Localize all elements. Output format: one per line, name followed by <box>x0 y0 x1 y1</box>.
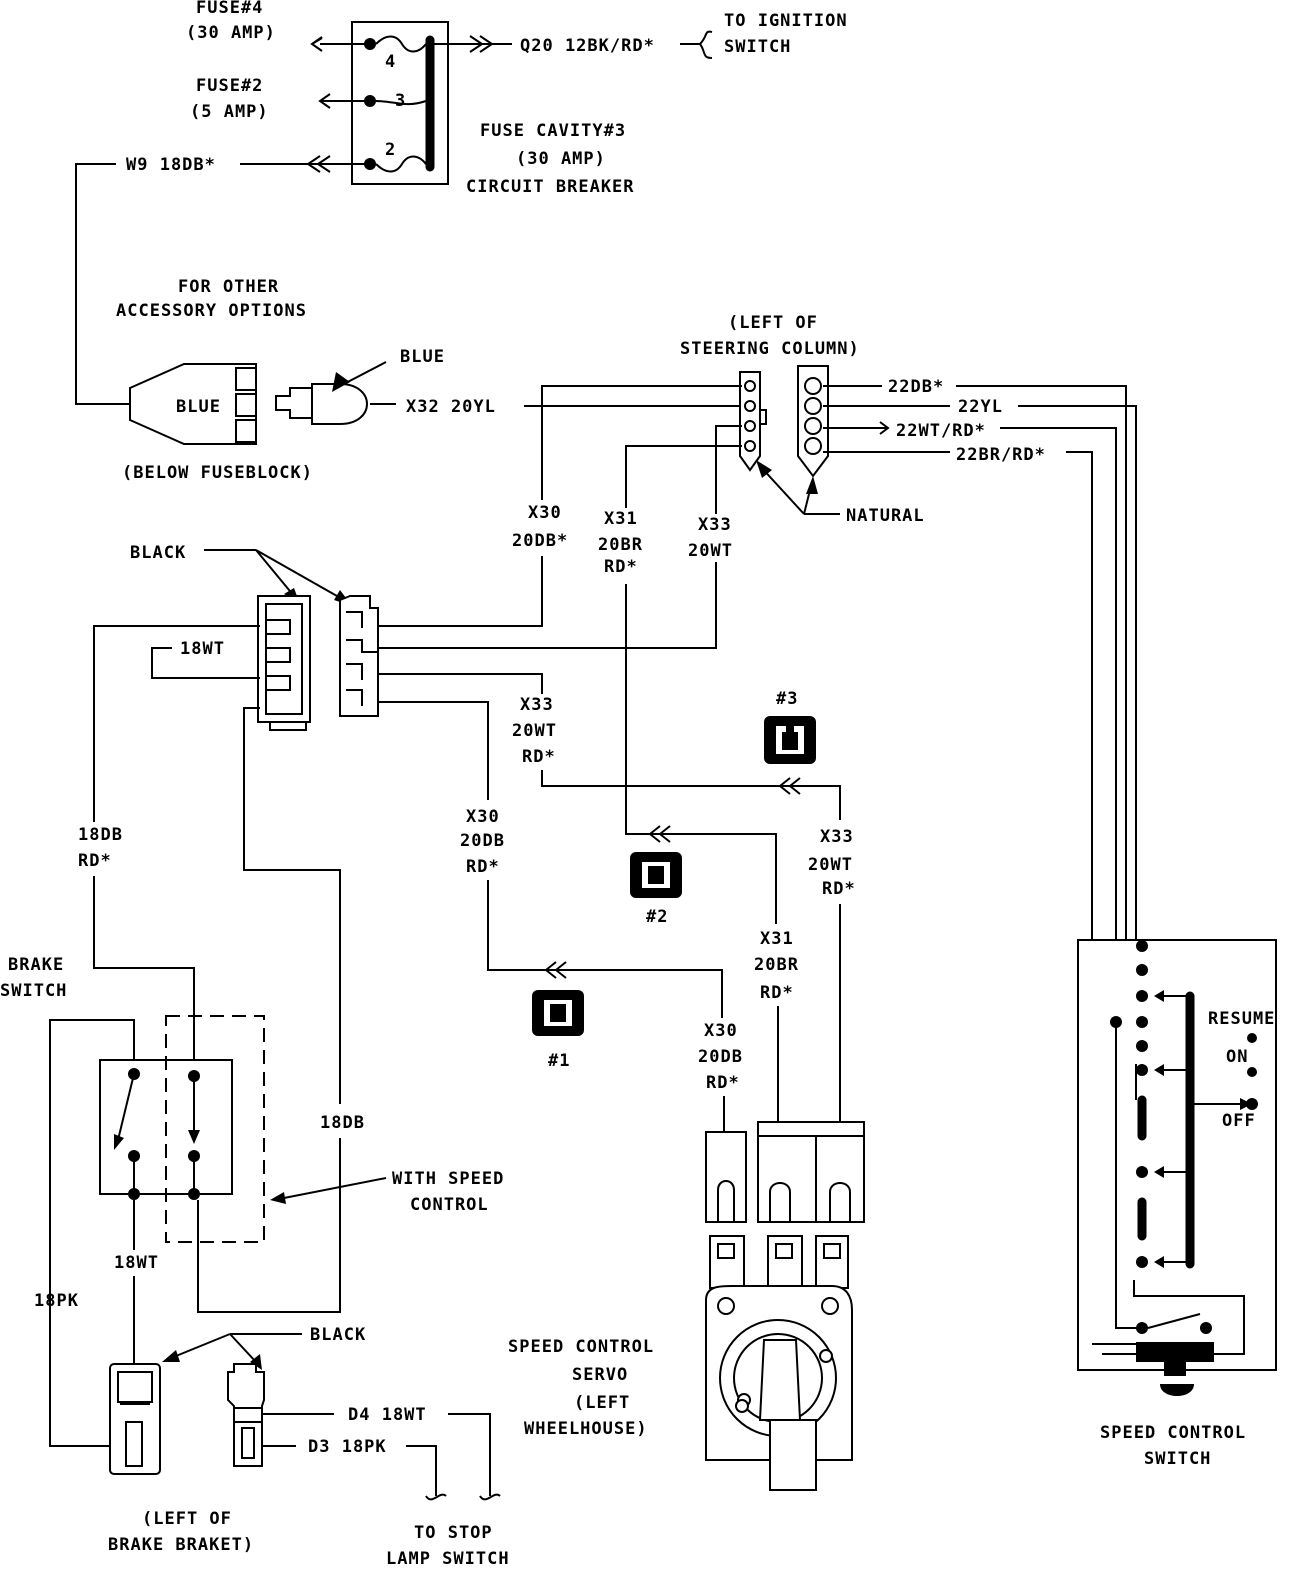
x33-top-1: X33 <box>698 515 732 535</box>
x31-right-2: 20BR <box>754 955 799 975</box>
x31-right-3: RD* <box>760 983 794 1003</box>
natural-label: NATURAL <box>846 506 925 526</box>
x30-right-2: 20DB <box>698 1047 743 1067</box>
steering-column-connectors: (LEFT OF STEERING COLUMN) 22DB* 22YL 22W… <box>541 313 1137 1344</box>
fuse-pin-2: 2 <box>385 140 396 160</box>
brake-wt18-label: 18WT <box>114 1253 159 1273</box>
x32-wire-label: X32 20YL <box>406 397 496 417</box>
fuse-block: FUSE#4 (30 AMP) FUSE#2 (5 AMP) 4 3 2 Q20… <box>75 0 848 405</box>
db18-label: 18DB <box>320 1113 365 1133</box>
speed-control-switch: RESUME ON OFF SPEED CONTROL SWITCH <box>1077 939 1277 1469</box>
switch-button <box>1136 1342 1214 1376</box>
fuse4-label: FUSE#4 <box>196 0 263 18</box>
speed-switch-label-2: SWITCH <box>1144 1449 1211 1469</box>
db18-rd-2: RD* <box>78 851 112 871</box>
fuse-pin-4: 4 <box>385 52 396 72</box>
wt18-label: 18WT <box>180 639 225 659</box>
stop-lamp-label-1: TO STOP <box>414 1523 493 1543</box>
brake-location-1: (LEFT OF <box>142 1509 232 1529</box>
servo-routing: #3 #2 #1 X33 20WT RD* X31 20BR RD* X30 2… <box>487 584 856 1132</box>
servo-connector-single <box>705 1131 747 1223</box>
speed-switch-label-1: SPEED CONTROL <box>1100 1423 1246 1443</box>
blue-connector-body <box>129 363 257 445</box>
cavity-type: CIRCUIT BREAKER <box>466 177 635 197</box>
wire-22br-rd: 22BR/RD* <box>956 445 1046 465</box>
x33-mid-3: RD* <box>522 747 556 767</box>
wire-22wt-rd: 22WT/RD* <box>896 421 986 441</box>
ignition-label-1: TO IGNITION <box>724 11 848 31</box>
accessory-location: (BELOW FUSEBLOCK) <box>122 463 313 483</box>
blue-connector-label: BLUE <box>176 397 221 417</box>
fuse2-label: FUSE#2 <box>196 76 263 96</box>
d4-wire-label: D4 18WT <box>348 1405 427 1425</box>
speed-switch-housing <box>1077 939 1277 1371</box>
cavity-label: FUSE CAVITY#3 <box>480 121 626 141</box>
accessory-note-2: ACCESSORY OPTIONS <box>116 301 307 321</box>
x30-mid-2: 20DB <box>460 831 505 851</box>
x31-top-2: 20BR <box>598 535 643 555</box>
brake-label-1: BRAKE <box>8 955 64 975</box>
steering-location-2: STEERING COLUMN) <box>680 339 860 359</box>
brake-pk18-label: 18PK <box>34 1291 79 1311</box>
switch-off-label: OFF <box>1222 1111 1256 1131</box>
accessory-connector: FOR OTHER ACCESSORY OPTIONS BLUE BLUE X3… <box>116 277 742 483</box>
blue-plug-label: BLUE <box>400 347 445 367</box>
servo-label-3: (LEFT <box>574 1393 630 1413</box>
x33-top-2: 20WT <box>688 541 733 561</box>
switch-on-label: ON <box>1226 1047 1248 1067</box>
x31-top-3: RD* <box>604 557 638 577</box>
switch-resume-label: RESUME <box>1208 1009 1275 1029</box>
q20-wire-label: Q20 12BK/RD* <box>520 36 655 56</box>
x33-right-3: RD* <box>822 879 856 899</box>
servo-label-2: SERVO <box>572 1365 628 1385</box>
brake-label-2: SWITCH <box>0 981 67 1001</box>
servo-label-4: WHEELHOUSE) <box>524 1419 648 1439</box>
steering-location-1: (LEFT OF <box>728 313 818 333</box>
ground-2-label: #2 <box>646 907 668 927</box>
x33-right-2: 20WT <box>808 855 853 875</box>
accessory-note-1: FOR OTHER <box>178 277 279 297</box>
with-speed-label-2: CONTROL <box>410 1195 489 1215</box>
x30-mid-3: RD* <box>466 857 500 877</box>
brake-black-label: BLACK <box>310 1325 366 1345</box>
ground-3-label: #3 <box>776 689 798 709</box>
fuse2-rating: (5 AMP) <box>190 102 269 122</box>
harness-connectors: X30 20DB* X31 20BR RD* X33 20WT BLACK 18… <box>78 503 733 1313</box>
x33-mid-2: 20WT <box>512 721 557 741</box>
x30-right-3: RD* <box>706 1073 740 1093</box>
with-speed-label-1: WITH SPEED <box>392 1169 504 1189</box>
x30-mid-1: X30 <box>466 807 500 827</box>
speed-control-section <box>165 1015 265 1243</box>
d3-wire-label: D3 18PK <box>308 1437 387 1457</box>
stop-lamp-label-2: LAMP SWITCH <box>386 1549 510 1569</box>
x33-mid-1: X33 <box>520 695 554 715</box>
cavity-rating: (30 AMP) <box>516 149 606 169</box>
brake-location-2: BRAKE BRAKET) <box>108 1535 254 1555</box>
ignition-label-2: SWITCH <box>724 37 791 57</box>
w9-wire-label: W9 18DB* <box>126 155 216 175</box>
servo-connector-double <box>757 1121 865 1223</box>
x30-right-1: X30 <box>704 1021 738 1041</box>
x31-top-1: X31 <box>604 509 638 529</box>
ground-1-label: #1 <box>548 1051 570 1071</box>
x31-right-1: X31 <box>760 929 794 949</box>
x30-top-1: X30 <box>528 503 562 523</box>
fuse-pin-3: 3 <box>395 91 406 111</box>
servo-actuator <box>769 1419 817 1491</box>
blue-plug <box>311 383 368 425</box>
harness-connector-right <box>339 595 379 717</box>
x33-right-1: X33 <box>820 827 854 847</box>
wire-22yl: 22YL <box>958 397 1003 417</box>
db18-rd-1: 18DB <box>78 825 123 845</box>
fuse4-rating: (30 AMP) <box>186 23 276 43</box>
wire-22db: 22DB* <box>888 377 944 397</box>
x30-top-2: 20DB* <box>512 531 568 551</box>
servo-label-1: SPEED CONTROL <box>508 1337 654 1357</box>
brake-switch: BRAKE SWITCH WITH SPEED CONTROL 18WT 18P… <box>0 955 510 1569</box>
harness-black-label: BLACK <box>130 543 186 563</box>
speed-control-servo: SPEED CONTROL SERVO (LEFT WHEELHOUSE) <box>508 1121 865 1491</box>
